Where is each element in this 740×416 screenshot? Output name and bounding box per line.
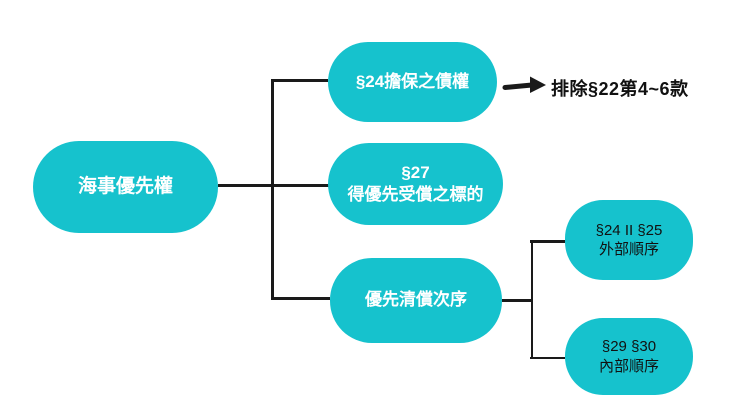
node-label-line1: §24 II §25 [595, 221, 663, 239]
connector-branch-order [271, 297, 330, 300]
annotation-exclusion: 排除§22第4~6款 [551, 79, 689, 99]
connector-branch-external [530, 240, 565, 243]
connector-trunk-right [530, 240, 533, 359]
connector-order-to-trunk [502, 299, 533, 302]
node-label-line2: 內部順序 [598, 357, 659, 375]
node-label: 海事優先權 [77, 175, 173, 197]
node-maritime-lien: 海事優先權 [33, 141, 218, 233]
node-priority-subject: §27 得優先受償之標的 [328, 143, 503, 225]
node-external-order: §24 II §25 外部順序 [565, 200, 693, 280]
node-label-line1: §29 §30 [601, 338, 657, 355]
connector-root-to-s27 [218, 184, 330, 187]
connector-branch-s24 [271, 79, 328, 82]
node-label: §24擔保之債權 [355, 71, 470, 91]
connector-branch-internal [530, 356, 565, 359]
node-label-line1: §27 [401, 162, 430, 182]
connector-trunk-left [271, 79, 274, 300]
node-label: 優先清償次序 [365, 290, 467, 310]
node-priority-order: 優先清償次序 [330, 258, 502, 343]
node-label-line2: 外部順序 [598, 241, 659, 258]
node-secured-claims: §24擔保之債權 [328, 42, 497, 122]
arrow-right-icon [502, 76, 546, 93]
node-label-line2: 得優先受償之標的 [347, 185, 484, 204]
node-internal-order: §29 §30 內部順序 [565, 318, 693, 395]
